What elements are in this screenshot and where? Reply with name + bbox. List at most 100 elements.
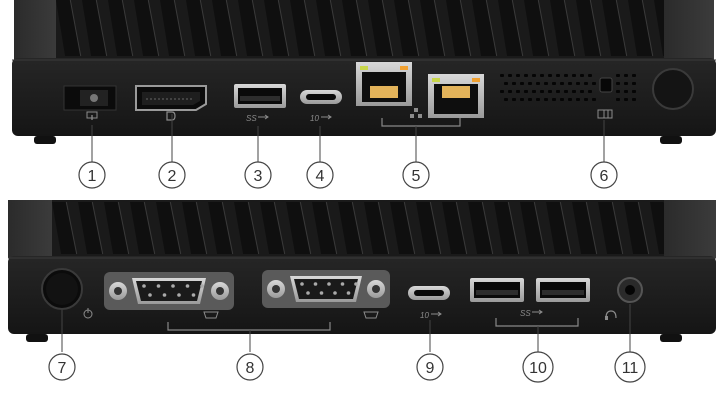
- vent-hole: [568, 82, 572, 85]
- heatsink-fin: [342, 0, 367, 56]
- heatsink-fin-edge: [121, 0, 134, 57]
- vent-hole: [508, 90, 512, 93]
- callout-5: 5: [402, 161, 430, 189]
- heatsink-fin: [468, 202, 493, 254]
- svg-text:10: 10: [420, 311, 429, 320]
- heatsink-fin-edge: [225, 0, 238, 57]
- bottom-fins: [52, 201, 676, 255]
- usb-bracket: [495, 318, 579, 327]
- vent-hole: [564, 74, 568, 77]
- heatsink-fin-edge: [481, 201, 494, 255]
- usb-a-port-bottom-2: [536, 278, 590, 302]
- heatsink-fin-edge: [199, 0, 212, 57]
- serial-pin: [306, 291, 310, 295]
- callout-6: 6: [590, 161, 618, 189]
- ethernet-bracket: [381, 118, 461, 127]
- heatsink-fin: [494, 202, 519, 254]
- vent-hole: [524, 74, 528, 77]
- vent-hole: [544, 98, 548, 101]
- serial-pin: [319, 291, 324, 295]
- callout-10: 10: [522, 351, 554, 383]
- svg-text:SS: SS: [520, 309, 531, 318]
- heatsink-fin: [394, 0, 419, 56]
- ethernet-port-2: [428, 74, 484, 118]
- serial-pin: [185, 284, 190, 288]
- vent-hole: [552, 98, 556, 101]
- vent-hole: [544, 82, 548, 85]
- heatsink-fin: [316, 0, 341, 56]
- vent-hole: [632, 90, 636, 93]
- vent-hole: [580, 74, 584, 77]
- displayport-port: [135, 85, 207, 111]
- heatsink-fin: [160, 0, 185, 56]
- vent-hole: [580, 90, 584, 93]
- top-left-foot: [34, 136, 56, 144]
- heatsink-fin: [238, 0, 263, 56]
- usb-ss-icon: SS: [246, 114, 269, 123]
- heatsink-fin: [520, 202, 545, 254]
- headset-icon: [605, 310, 617, 320]
- heatsink-fin: [576, 0, 601, 56]
- serial-pin: [327, 282, 331, 286]
- vent-hole: [616, 98, 620, 101]
- vent-hole: [520, 98, 524, 101]
- vent-hole: [512, 98, 516, 101]
- heatsink-fin: [186, 0, 211, 56]
- audio-jack: [617, 277, 643, 303]
- callout-11: 11: [614, 351, 646, 383]
- top-right-foot: [660, 136, 682, 144]
- heatsink-fin: [264, 0, 289, 56]
- heatsink-fin: [82, 0, 107, 56]
- heatsink-fin: [498, 0, 523, 56]
- heatsink-fin-edge: [303, 0, 316, 57]
- vent-hole: [556, 74, 560, 77]
- ethernet-port-1: [356, 62, 412, 106]
- heatsink-fin: [390, 202, 415, 254]
- heatsink-fin: [108, 0, 133, 56]
- heatsink-fin: [286, 202, 311, 254]
- heatsink-fin: [442, 202, 467, 254]
- vent-hole: [576, 98, 580, 101]
- vent-hole: [632, 98, 636, 101]
- heatsink-fin-edge: [615, 0, 628, 57]
- serial-pin: [346, 291, 351, 295]
- vent-hole: [572, 74, 576, 77]
- callout-label-9: 9: [426, 360, 435, 377]
- vent-hole: [532, 90, 536, 93]
- vent-hole: [500, 74, 504, 77]
- serial-port-1: [104, 272, 234, 310]
- heatsink-fin-edge: [485, 0, 498, 57]
- vent-hole: [536, 82, 540, 85]
- heatsink-fin-edge: [355, 0, 368, 57]
- heatsink-fin: [546, 202, 571, 254]
- vent-hole: [588, 90, 592, 93]
- heatsink-fin: [602, 0, 627, 56]
- top-round-button: [652, 68, 694, 110]
- callout-4: 4: [306, 161, 334, 189]
- heatsink-fin-edge: [169, 201, 182, 255]
- heatsink-fin-edge: [533, 201, 546, 255]
- vent-hole: [616, 90, 620, 93]
- vent-hole: [548, 90, 552, 93]
- heatsink-fin: [416, 202, 441, 254]
- heatsink-fin-edge: [221, 201, 234, 255]
- heatsink-fin-edge: [173, 0, 186, 57]
- vent-hole: [508, 74, 512, 77]
- heatsink-fin-edge: [429, 201, 442, 255]
- vent-hole: [624, 74, 628, 77]
- heatsink-fin-edge: [147, 0, 160, 57]
- power-icon: [83, 308, 93, 319]
- heatsink-fin: [208, 202, 233, 254]
- heatsink-fin-edge: [273, 201, 286, 255]
- vent-hole: [512, 82, 516, 85]
- vent-hole: [572, 90, 576, 93]
- vent-hole: [516, 74, 520, 77]
- callout-label-11: 11: [622, 360, 639, 377]
- vent-hole: [624, 90, 628, 93]
- heatsink-fin: [234, 202, 259, 254]
- heatsink-fin-edge: [117, 201, 130, 255]
- vent-hole: [632, 74, 636, 77]
- heatsink-fin: [550, 0, 575, 56]
- top-device: SS 10: [12, 0, 716, 144]
